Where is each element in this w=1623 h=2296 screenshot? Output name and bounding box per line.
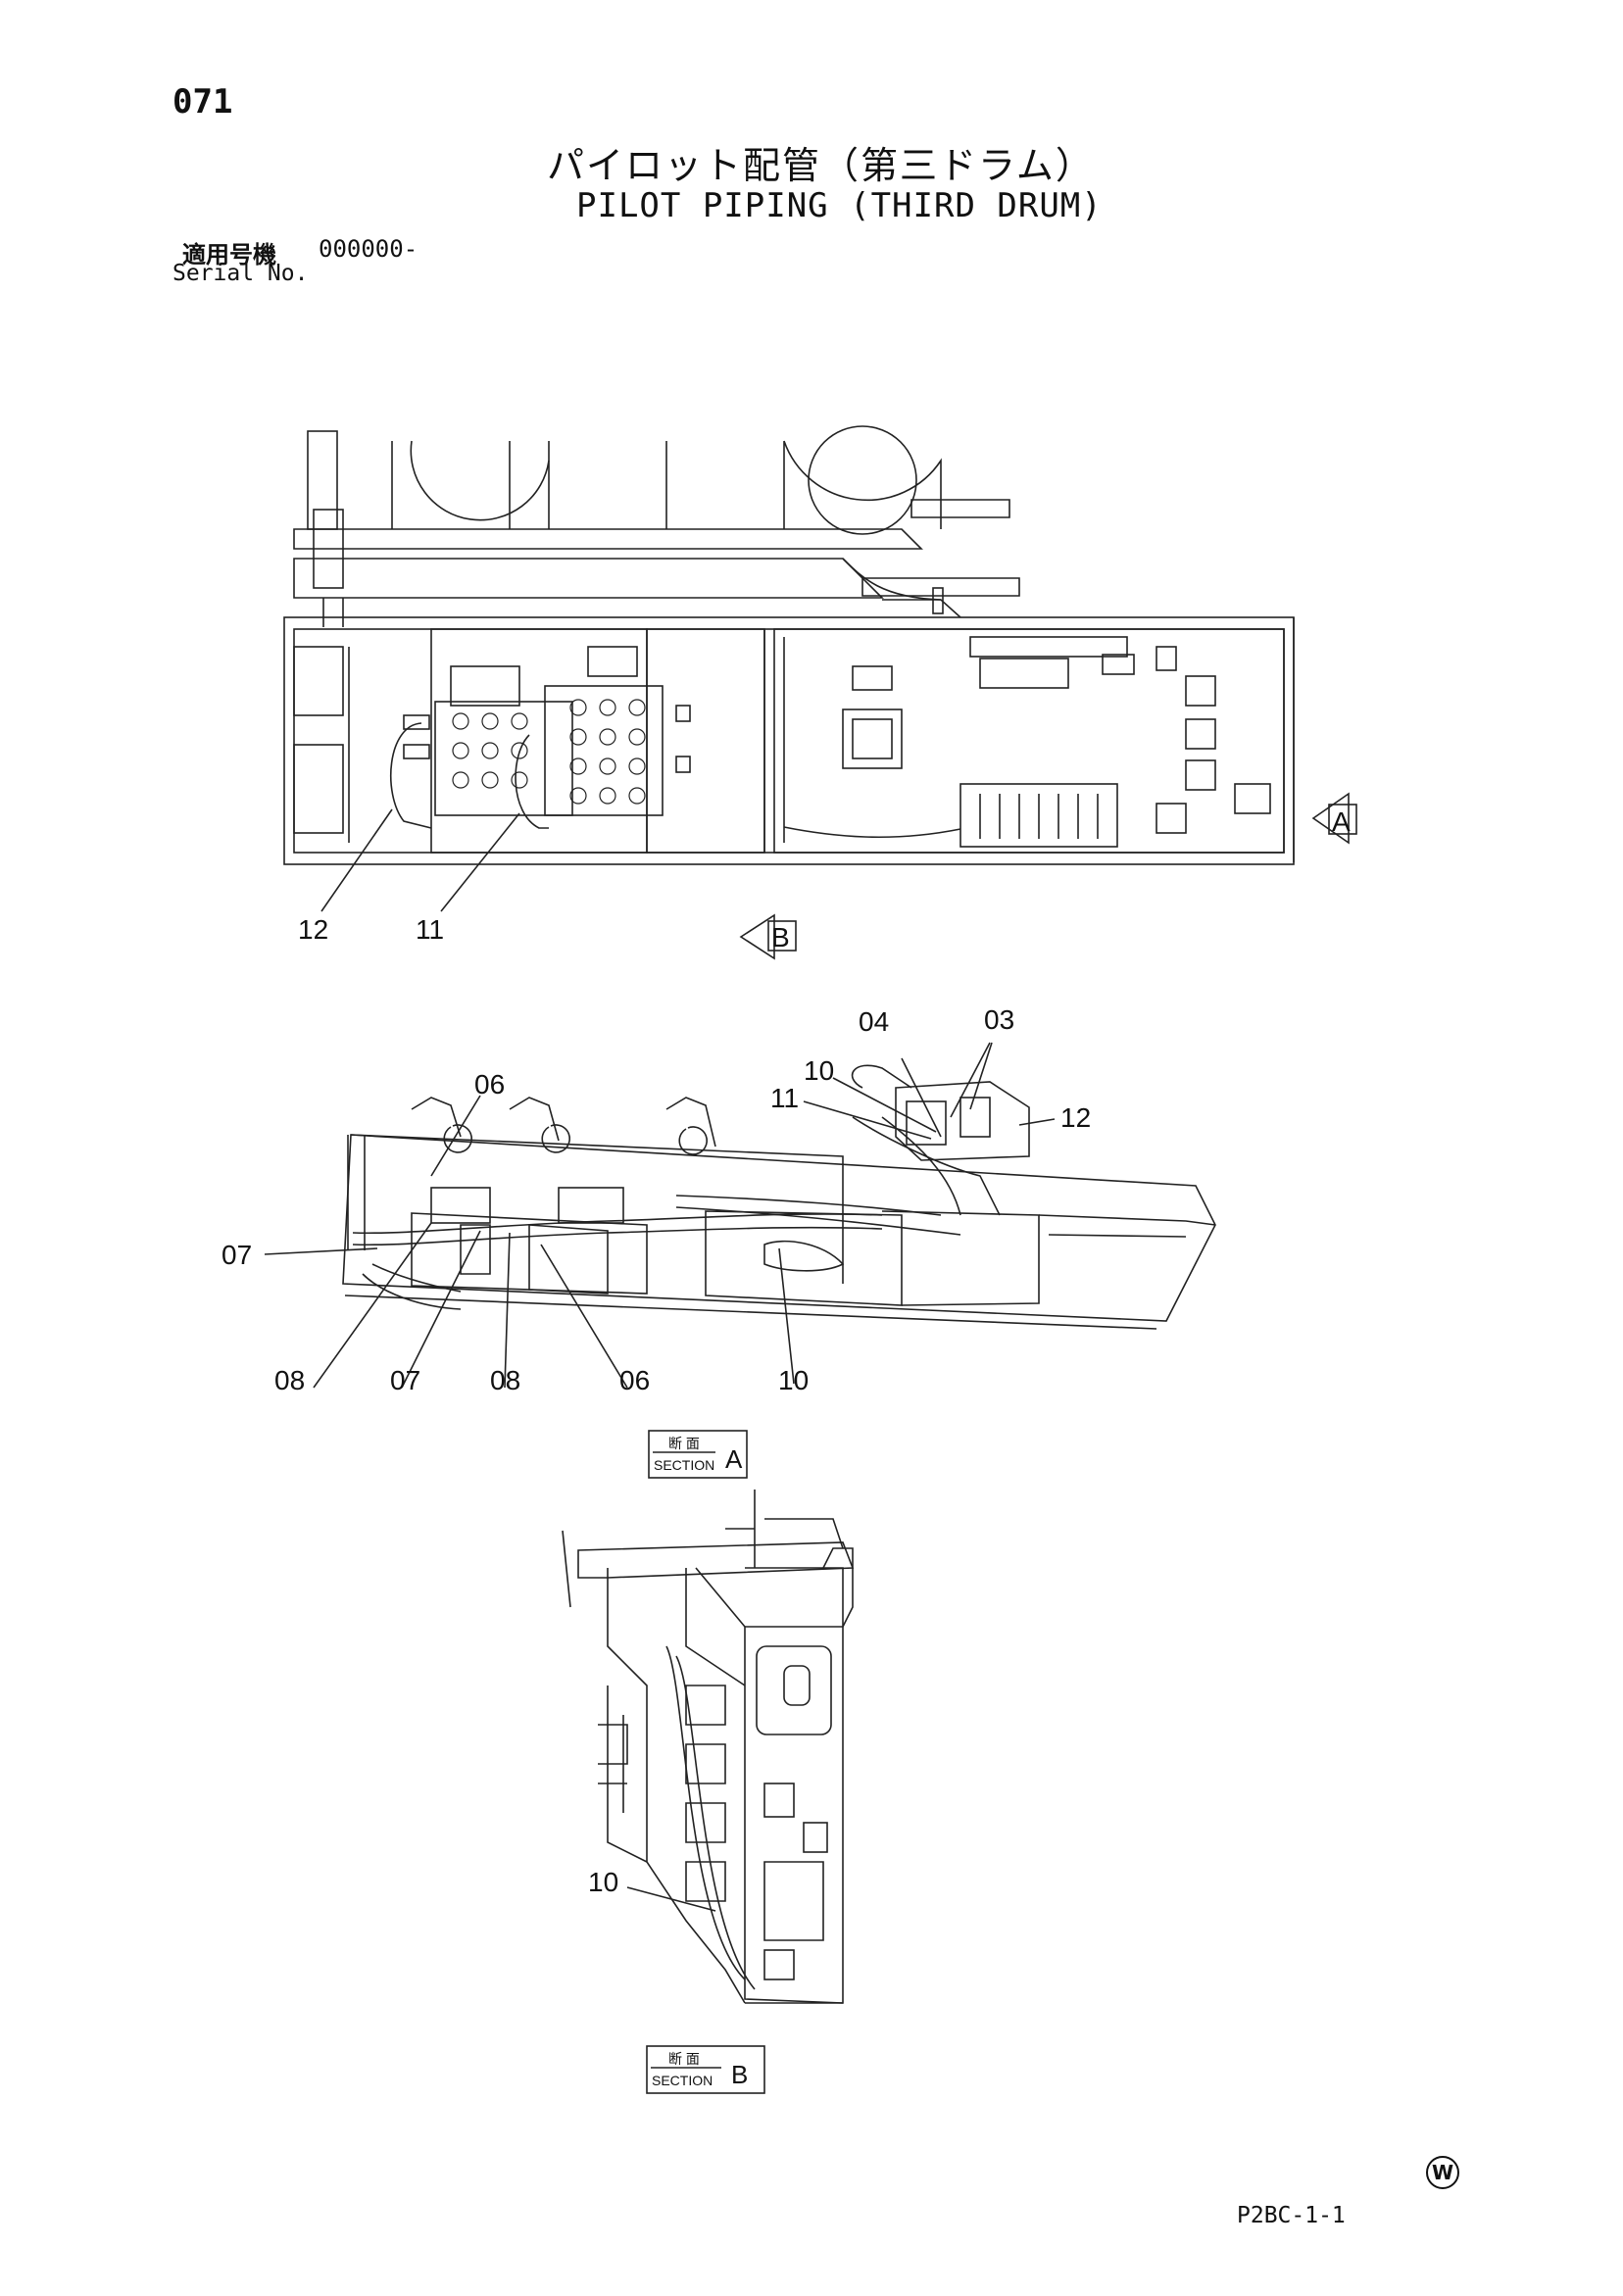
callout-mid-04: 04: [859, 1006, 889, 1037]
callout-mid-07-left: 07: [221, 1240, 252, 1270]
leader-mid-08b: [504, 1232, 511, 1389]
callout-mid-10: 10: [804, 1055, 834, 1086]
footer-code: P2BC-1-1: [1237, 2203, 1346, 2228]
leader-bot-10: [626, 1886, 716, 1912]
leader-mid-03a: [950, 1042, 991, 1118]
callout-top-12: 12: [298, 914, 328, 945]
view-arrow-a: [1311, 792, 1350, 845]
leader-mid-10b: [778, 1247, 795, 1385]
leader-mid-11: [803, 1100, 932, 1140]
callout-mid-03: 03: [984, 1004, 1014, 1035]
leader-top-12: [320, 808, 393, 912]
view-box-a: [1328, 804, 1357, 835]
title-english: PILOT PIPING (THIRD DRUM): [576, 186, 1103, 225]
callout-bot-10: 10: [588, 1867, 618, 1897]
serial-label-english: Serial No.: [172, 261, 309, 286]
title-japanese: パイロット配管（第三ドラム）: [547, 144, 1095, 187]
callout-mid-11: 11: [770, 1083, 799, 1113]
serial-value: 000000-: [319, 235, 418, 263]
section-a-jp: 断 面: [668, 1436, 700, 1451]
leader-mid-06top: [430, 1095, 481, 1177]
leader-mid-07left: [264, 1247, 378, 1255]
leader-mid-12: [1018, 1118, 1056, 1126]
callout-mid-10b: 10: [778, 1365, 809, 1395]
section-b-en: SECTION: [652, 2073, 713, 2088]
leader-mid-04: [901, 1057, 942, 1138]
w-mark-icon: W: [1426, 2156, 1459, 2189]
section-a-letter: A: [725, 1444, 743, 1474]
top-view-valve-blocks: [452, 699, 646, 805]
leader-mid-10: [832, 1077, 937, 1133]
section-b-drawing: [562, 1490, 855, 2004]
section-b-jp: 断 面: [668, 2051, 700, 2067]
section-b-box: [646, 2045, 765, 2094]
leader-mid-06b: [540, 1244, 628, 1389]
callout-top-11: 11: [416, 914, 444, 945]
top-view-drawing: [283, 425, 1295, 865]
callout-mid-07b: 07: [390, 1365, 420, 1395]
isometric-view-drawing: [342, 1064, 1216, 1330]
view-letter-b: B: [771, 922, 790, 953]
serial-label-japanese: 適用号機: [182, 241, 276, 269]
view-box-b: [767, 920, 797, 952]
callout-mid-08b: 08: [490, 1365, 520, 1395]
section-b-letter: B: [731, 2060, 748, 2089]
callout-mid-06-top: 06: [474, 1069, 505, 1099]
leader-mid-08a: [313, 1222, 432, 1389]
leader-mid-03b: [969, 1042, 993, 1110]
leader-top-11: [440, 812, 520, 912]
callout-mid-12: 12: [1060, 1102, 1091, 1133]
callout-mid-08a: 08: [274, 1365, 305, 1395]
callout-mid-06b: 06: [619, 1365, 650, 1395]
leader-mid-07b: [401, 1230, 481, 1389]
page-number: 071: [172, 82, 233, 122]
section-a-box: [648, 1430, 748, 1479]
section-a-en: SECTION: [654, 1457, 714, 1473]
view-arrow-b: [739, 913, 775, 960]
view-letter-a: A: [1332, 806, 1351, 837]
